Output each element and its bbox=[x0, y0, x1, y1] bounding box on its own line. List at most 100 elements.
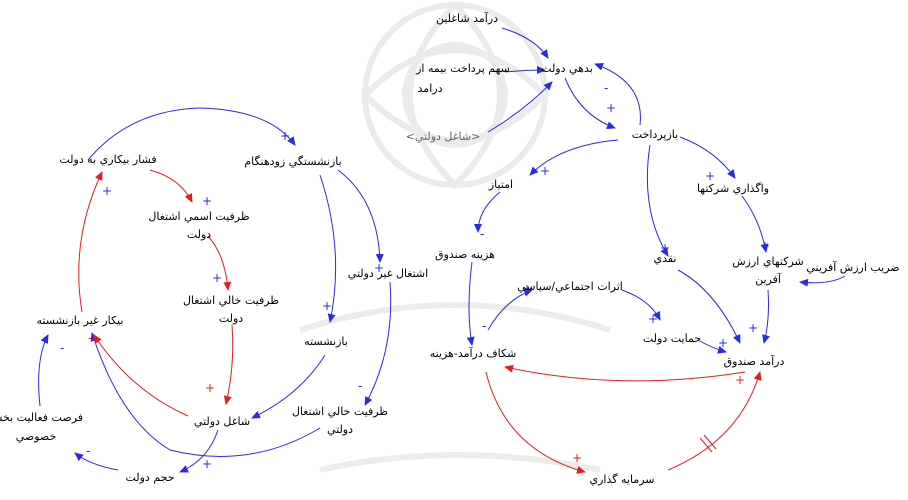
node-shaghel-dolati-ghost: <شاغل دولتي> bbox=[406, 130, 481, 143]
svg-text:+: + bbox=[660, 241, 670, 255]
svg-text:+: + bbox=[202, 457, 212, 471]
node-shekaf: شكاف درآمد-هزينه bbox=[430, 346, 517, 360]
node-shaghel-dolati: شاغل دولتي bbox=[194, 415, 250, 428]
node-labels: درآمد شاغلين سهم پرداخت بيمه از درامد <ش… bbox=[0, 11, 900, 486]
node-bikar-gheir: بيكار غير بازنشسته bbox=[37, 314, 124, 327]
svg-text:+: + bbox=[540, 164, 550, 178]
link-zarib-sherkat bbox=[799, 275, 846, 287]
node-bedehi-dolat: بدهي دولت bbox=[541, 62, 593, 75]
link-sahm-bedehi bbox=[504, 66, 546, 75]
link-shekaf-sarmaye bbox=[485, 371, 586, 474]
link-hazine-shekaf bbox=[466, 261, 475, 346]
node-daramad-sandogh: درآمد صندوق bbox=[724, 354, 785, 368]
node-hajm-dolat: حجم دولت bbox=[125, 471, 174, 484]
svg-text:+: + bbox=[205, 381, 215, 395]
link-sherkat-daramad bbox=[762, 289, 770, 344]
svg-text:+: + bbox=[718, 336, 728, 350]
link-bikar-feshar bbox=[78, 171, 103, 313]
node-zarfiat-khali-2: دولت bbox=[219, 312, 243, 325]
link-khali-shaghel bbox=[223, 324, 234, 405]
svg-text:+: + bbox=[760, 239, 770, 253]
svg-text:-: - bbox=[506, 359, 510, 373]
link-naghdi-daramad bbox=[677, 269, 741, 344]
link-bazpardakht-naghdi bbox=[646, 144, 669, 257]
node-asarat: اثرات اجتماعي/سياسي bbox=[517, 280, 623, 293]
node-sherkathaye-2: آفرين bbox=[755, 272, 782, 286]
link-bazneshastegi-eshteghal bbox=[337, 169, 384, 263]
link-bedehi-bazpardakht bbox=[564, 77, 616, 129]
node-zarib-arzesh: ضريب ارزش آفريني bbox=[806, 260, 899, 274]
node-daramad-shaghelin: درآمد شاغلين bbox=[436, 11, 498, 25]
svg-text:+: + bbox=[374, 261, 384, 275]
red-links bbox=[78, 169, 762, 474]
svg-text:+: + bbox=[705, 169, 715, 183]
node-feshar-bikari: فشار بيكاري به دولت bbox=[59, 153, 156, 166]
svg-text:-: - bbox=[60, 341, 64, 355]
svg-text:-: - bbox=[86, 444, 90, 458]
link-bazneshaste-shaghel bbox=[251, 354, 326, 419]
link-bazpardakht-vagozari bbox=[679, 136, 736, 179]
node-sahm-pardakht-1: سهم پرداخت بيمه از bbox=[415, 62, 510, 75]
node-emtiaz: امتياز bbox=[488, 178, 513, 191]
link-feshar-zarfiat bbox=[149, 169, 193, 203]
node-sarmaye-gozari: سرمايه گذاري bbox=[590, 473, 655, 486]
node-hazine-sandogh: هزينه صندوق bbox=[435, 248, 495, 261]
svg-text:+: + bbox=[735, 373, 745, 387]
link-bazpardakht-bedehi bbox=[594, 62, 641, 126]
link-asarat-hemayat bbox=[621, 289, 661, 321]
svg-text:+: + bbox=[572, 451, 582, 465]
watermark-ornament bbox=[299, 2, 611, 473]
svg-text:+: + bbox=[280, 129, 290, 143]
svg-text:+: + bbox=[102, 184, 112, 198]
node-zarfiat-khali-1: ظرفيت خالي اشتغال bbox=[183, 294, 279, 307]
node-hemayat-dolat: حمايت دولت bbox=[643, 332, 701, 345]
node-naghdi: نقدي bbox=[653, 252, 676, 265]
svg-text:+: + bbox=[202, 194, 212, 208]
link-hemayat-daramad bbox=[697, 339, 727, 354]
node-sherkathaye-1: شركتهاي ارزش bbox=[732, 255, 803, 268]
link-bazneshastegi-bazneshaste bbox=[319, 174, 337, 323]
svg-text:+: + bbox=[522, 282, 532, 296]
blue-links bbox=[38, 27, 846, 473]
svg-text:-: - bbox=[604, 81, 608, 95]
svg-text:-: - bbox=[88, 331, 92, 345]
link-feshar-bazneshastegi bbox=[87, 107, 296, 161]
link-shaghel-bikar bbox=[93, 334, 189, 417]
node-zarfiat-esmi-2: دولت bbox=[187, 228, 211, 241]
svg-text:+: + bbox=[322, 299, 332, 313]
node-vagozari: واگذاري شركتها bbox=[697, 182, 769, 195]
delay-mark bbox=[699, 434, 717, 453]
link-hajm-forsat bbox=[74, 452, 119, 471]
node-forsat-1: فرصت فعاليت بخش bbox=[0, 411, 83, 424]
link-sarmaye-daramad bbox=[667, 371, 762, 471]
svg-text:-: - bbox=[480, 227, 484, 241]
link-daramad-bedehi bbox=[501, 27, 549, 59]
node-bazpardakht: بازپرداخت bbox=[632, 128, 678, 141]
link-daramad-shekaf bbox=[504, 364, 746, 382]
link-zarfiat-esmi-khali bbox=[207, 235, 232, 291]
link-shaghel-hajm bbox=[179, 429, 219, 473]
link-bazpardakht-emtiaz bbox=[529, 139, 619, 176]
node-forsat-2: خصوصي bbox=[16, 430, 57, 443]
node-zarfiat-gheir-1: ظرفيت خالي اشتغال bbox=[292, 405, 388, 418]
svg-text:+: + bbox=[748, 321, 758, 335]
svg-text:+: + bbox=[606, 101, 616, 115]
link-shekaf-asarat bbox=[487, 289, 533, 331]
link-zarfiat-bikar bbox=[90, 332, 321, 457]
node-bazneshaste: بازنشسته bbox=[304, 335, 348, 348]
node-sahm-pardakht-2: درامد bbox=[418, 82, 443, 95]
link-ghost-bedehi bbox=[487, 81, 553, 133]
link-emtiaz-hazine bbox=[474, 191, 501, 233]
link-forsat-bikar bbox=[38, 334, 49, 407]
node-zarfiat-esmi-1: ظرفيت اسمي اشتغال bbox=[148, 210, 249, 223]
svg-text:+: + bbox=[212, 271, 222, 285]
node-eshteghal-gheir: اشتغال غير دولتي bbox=[348, 267, 428, 280]
link-vagozari-sherkat bbox=[741, 195, 769, 253]
polarity-signs: - + + + - + + - + + + + - + + + + + + + … bbox=[60, 81, 770, 471]
node-zarfiat-gheir-2: دولتي bbox=[327, 423, 353, 436]
svg-text:+: + bbox=[648, 312, 658, 326]
node-bazneshastegi-zood: بازنشستگي زودهنگام bbox=[244, 155, 341, 168]
link-eshteghal-zarfiat bbox=[364, 281, 392, 406]
